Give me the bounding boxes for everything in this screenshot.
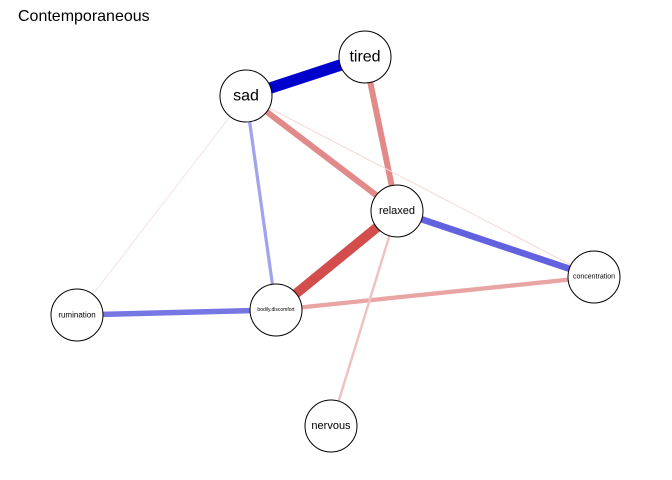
node-bodily-circle: [249, 283, 303, 337]
node-nervous-label: nervous: [311, 420, 351, 432]
node-relaxed-label: relaxed: [379, 205, 415, 217]
edge-sad-concentration: [245, 95, 595, 278]
edge-sad-bodily: [244, 95, 278, 311]
node-sad-label: sad: [233, 88, 259, 105]
edge-rumination-bodily: [76, 307, 277, 318]
edge-layer: [76, 51, 596, 427]
node-tired: tired: [338, 30, 392, 84]
edge-relaxed-nervous: [329, 210, 399, 427]
edge-sad-rumination: [76, 95, 247, 316]
node-bodily: bodily.discomfort: [249, 283, 303, 337]
node-rumination: rumination: [50, 288, 104, 342]
node-nervous-circle: [304, 399, 358, 453]
edge-bodily-concentration: [275, 274, 595, 313]
edge-relaxed-concentration: [395, 207, 596, 281]
node-rumination-circle: [50, 288, 104, 342]
node-rumination-label: rumination: [58, 311, 95, 320]
chart-title: Contemporaneous: [18, 8, 150, 25]
node-tired-circle: [338, 30, 392, 84]
node-layer: sad tired relaxed concentration rumination bo…: [50, 30, 621, 453]
node-concentration-label: concentration: [573, 274, 615, 281]
node-relaxed: relaxed: [370, 184, 424, 238]
node-sad: sad: [219, 69, 273, 123]
node-concentration-circle: [567, 250, 621, 304]
node-relaxed-circle: [370, 184, 424, 238]
node-concentration: concentration: [567, 250, 621, 304]
edge-sad-relaxed: [244, 93, 399, 214]
node-bodily-label: bodily.discomfort: [257, 307, 295, 313]
node-sad-circle: [219, 69, 273, 123]
node-tired-label: tired: [349, 49, 380, 66]
node-nervous: nervous: [304, 399, 358, 453]
